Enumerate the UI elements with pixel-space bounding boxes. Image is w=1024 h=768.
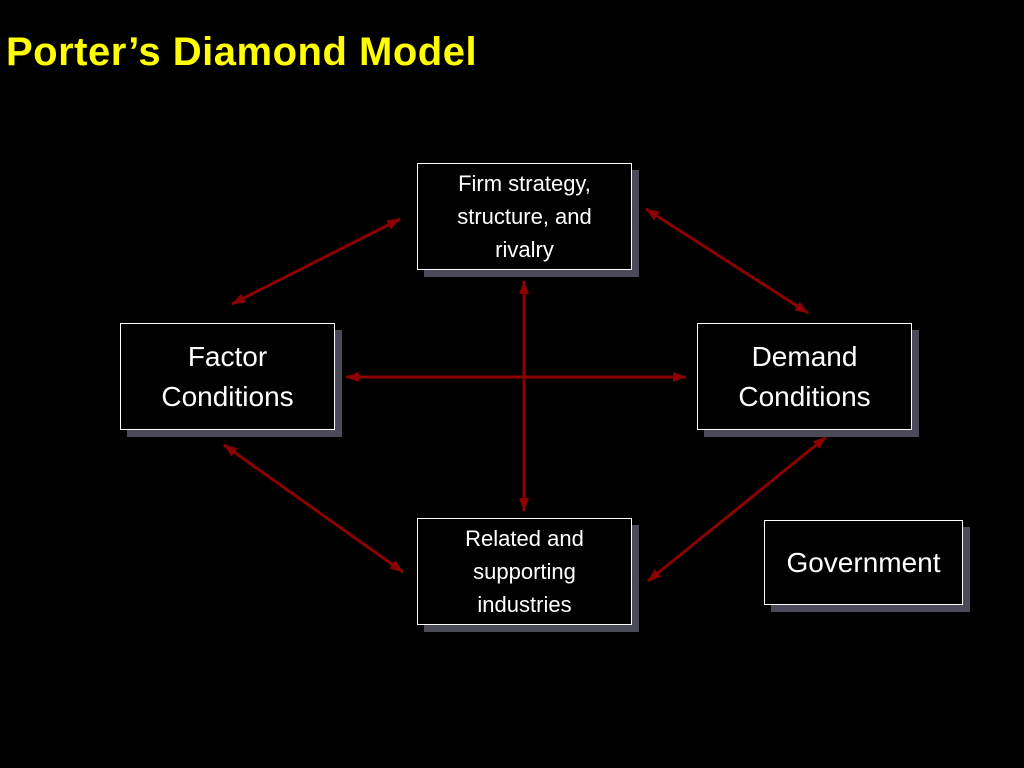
arrow-factor-firm <box>231 217 401 306</box>
government-box: Government <box>764 520 963 605</box>
arrow-factor-related <box>223 443 404 574</box>
arrow-firm-demand <box>645 207 809 315</box>
related-industries-line-2: supporting <box>473 559 576 584</box>
factor-conditions-box: Factor Conditions <box>120 323 335 430</box>
firm-strategy-box: Firm strategy, structure, and rivalry <box>417 163 632 270</box>
government-label: Government <box>786 546 941 578</box>
firm-strategy-line-1: Firm strategy, <box>458 171 591 196</box>
factor-conditions-line-1: Factor <box>187 340 268 372</box>
arrow-demand-related <box>647 435 827 583</box>
related-industries-line-3: industries <box>477 592 572 617</box>
firm-strategy-line-2: structure, and <box>457 204 592 229</box>
demand-conditions-line-2: Conditions <box>738 380 871 412</box>
factor-conditions-line-2: Conditions <box>161 380 294 412</box>
related-industries-box: Related and supporting industries <box>417 518 632 625</box>
slide-title: Porter’s Diamond Model <box>6 30 478 74</box>
demand-conditions-line-1: Demand <box>751 340 858 372</box>
related-industries-line-1: Related and <box>465 526 584 551</box>
firm-strategy-line-3: rivalry <box>495 237 554 262</box>
demand-conditions-box: Demand Conditions <box>697 323 912 430</box>
